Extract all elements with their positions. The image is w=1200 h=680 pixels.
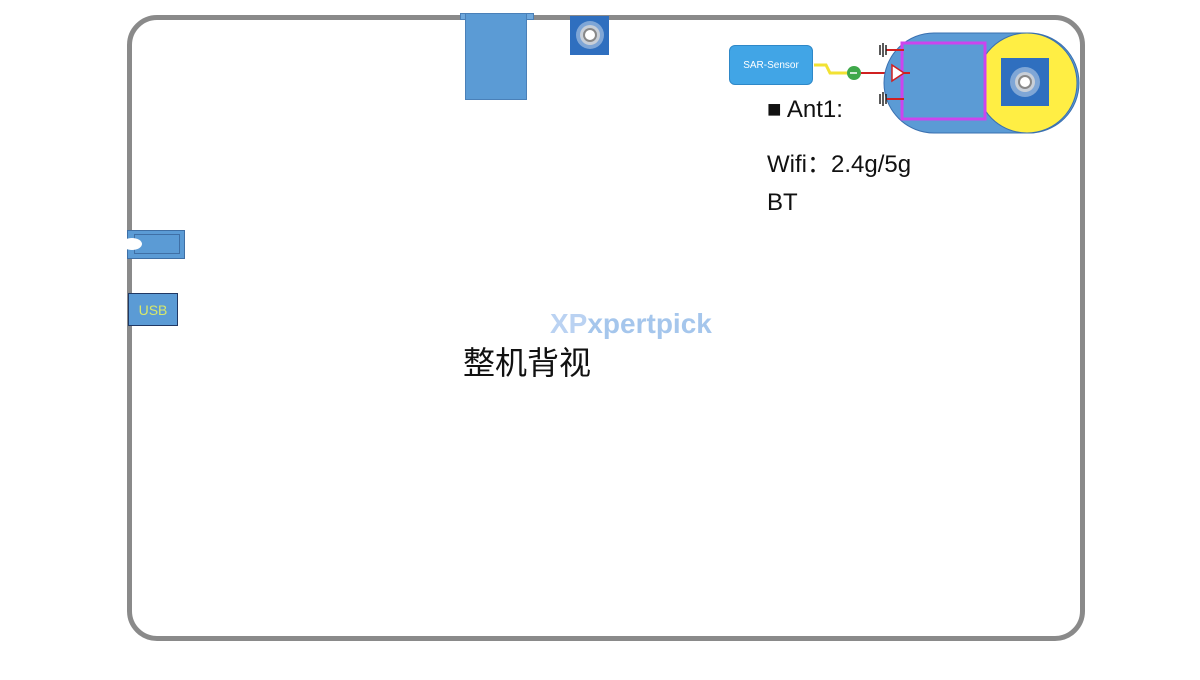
watermark-logo: XP <box>550 308 588 339</box>
ground-icon <box>879 43 887 106</box>
antenna-module <box>814 32 1080 134</box>
watermark: XPxpertpick <box>550 308 712 340</box>
side-notch <box>122 238 142 250</box>
antenna-bt: BT <box>767 189 798 216</box>
sar-sensor-box: SAR-Sensor <box>729 45 813 85</box>
sar-wire <box>814 63 850 75</box>
watermark-text: xpertpick <box>587 308 712 339</box>
antenna-outline <box>900 41 987 121</box>
top-connector-block <box>465 13 527 100</box>
antenna-name: ■ Ant1: <box>767 96 843 123</box>
usb-port: USB <box>128 293 178 326</box>
diagram-title: 整机背视 <box>463 345 592 381</box>
top-camera-icon <box>570 16 609 55</box>
antenna-wifi-bands: Wifi：2.4g/5g <box>767 151 912 178</box>
